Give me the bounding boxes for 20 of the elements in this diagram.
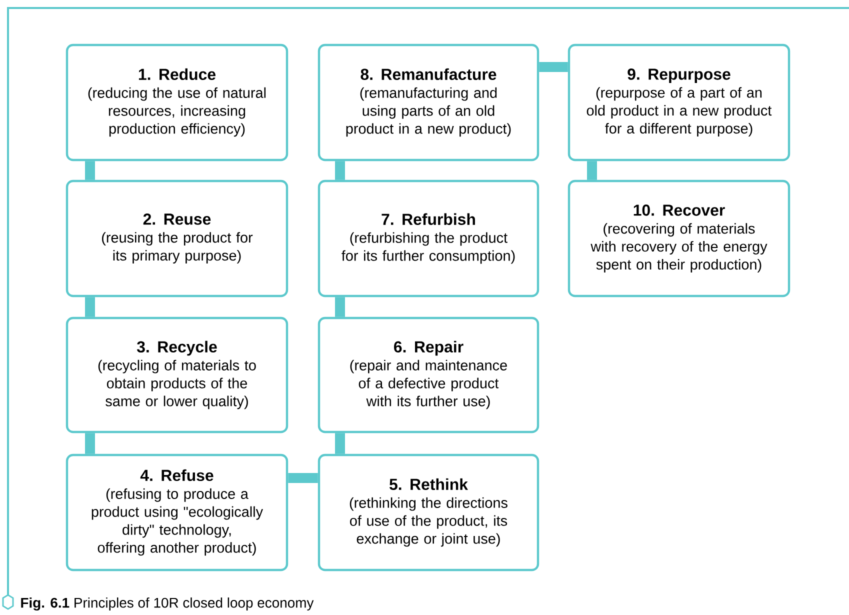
principle-box: 9. Repurpose (repurpose of a part of an old product in a new product for a different purpose) (568, 44, 790, 162)
principle-box: 5. Rethink (rethinking the directions of use of the product, its exchange or joint use) (318, 454, 540, 572)
connector-bar (335, 297, 345, 317)
connector-bar (335, 433, 345, 454)
principle-box: 8. Remanufacture (remanufacturing and using parts of an old product in a new product) (318, 44, 540, 162)
principle-box: 4. Refuse (refusing to produce a product using "ecologically dirty" technology, offering another product) (66, 454, 288, 572)
principle-box: 1. Reduce (reducing the use of natural resources, increasing production efficiency) (66, 44, 288, 162)
connector-bar (587, 161, 597, 180)
principle-box: 7. Refurbish (refurbishing the product for its further consumption) (318, 180, 540, 298)
principle-box: 2. Reuse (reusing the product for its primary purpose) (66, 180, 288, 298)
principle-box: 6. Repair (repair and maintenance of a defective product with its further use) (318, 316, 540, 434)
principle-box: 10. Recover (recovering of materials with recovery of the energy spent on their production) (568, 180, 790, 298)
connector-bar (85, 433, 95, 454)
connector-bar (85, 297, 95, 317)
figure-caption: Fig. 6.1 Principles of 10R closed loop economy (21, 597, 314, 611)
connector-bar (85, 161, 95, 180)
connector-bar (539, 62, 568, 72)
connector-bar (335, 161, 345, 180)
connector-bar (288, 473, 318, 483)
principle-box: 3. Recycle (recycling of materials to obtain products of the same or lower quality) (66, 316, 288, 434)
